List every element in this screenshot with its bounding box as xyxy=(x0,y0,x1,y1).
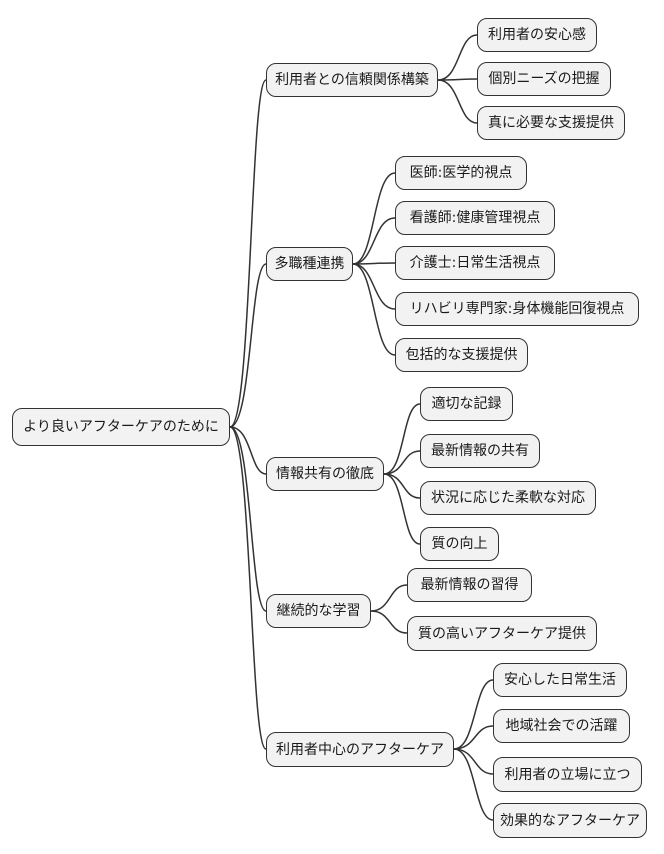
leaf-secure-daily-life: 安心した日常生活 xyxy=(493,663,627,697)
branch-info-sharing: 情報共有の徹底 xyxy=(266,457,384,491)
edge-multi-to-nurse xyxy=(352,217,396,265)
leaf-rehab-specialist-view: リハビリ専門家:身体機能回復視点 xyxy=(395,292,639,326)
leaf-community-activity: 地域社会での活躍 xyxy=(493,709,630,743)
edge-info-to-records xyxy=(383,403,421,475)
edge-trust-to-individual-needs xyxy=(437,78,478,81)
leaf-user-perspective: 利用者の立場に立つ xyxy=(493,757,642,792)
branch-multidisciplinary: 多職種連携 xyxy=(266,247,353,281)
edge-multi-to-rehab xyxy=(352,263,396,310)
leaf-flexible-response: 状況に応じた柔軟な対応 xyxy=(420,481,596,515)
edge-info-to-latest-sharing xyxy=(383,450,421,475)
leaf-user-reassurance: 利用者の安心感 xyxy=(477,18,597,52)
leaf-high-quality-aftercare: 質の高いアフターケア提供 xyxy=(407,616,597,651)
leaf-latest-info-acquisition: 最新情報の習得 xyxy=(407,568,532,602)
edge-info-to-quality xyxy=(383,473,421,545)
edge-centered-to-effective xyxy=(453,748,494,821)
leaf-comprehensive-support: 包括的な支援提供 xyxy=(395,338,528,372)
branch-continuous-learning: 継続的な学習 xyxy=(266,594,371,628)
edge-learning-to-latest-acquisition xyxy=(370,584,408,612)
edge-learning-to-quality-aftercare xyxy=(370,610,408,634)
edge-centered-to-daily-life xyxy=(453,679,494,750)
leaf-truly-needed-support: 真に必要な支援提供 xyxy=(477,106,625,140)
edge-trust-to-truly-needed xyxy=(437,79,478,124)
edge-root-to-multidisciplinary xyxy=(229,263,267,428)
edge-multi-to-comprehensive xyxy=(352,263,396,356)
leaf-effective-aftercare: 効果的なアフターケア xyxy=(493,803,647,838)
edge-trust-to-reassurance xyxy=(437,34,478,81)
branch-trust-building: 利用者との信頼関係構築 xyxy=(266,63,438,97)
edge-multi-to-caregiver xyxy=(352,262,396,265)
leaf-doctor-medical-view: 医師:医学的視点 xyxy=(395,156,527,190)
leaf-individual-needs: 個別ニーズの把握 xyxy=(477,62,611,96)
node-root: より良いアフターケアのために xyxy=(12,408,230,446)
leaf-proper-records: 適切な記録 xyxy=(420,387,513,421)
edge-root-to-trust-building xyxy=(229,79,267,428)
leaf-quality-improvement: 質の向上 xyxy=(420,527,499,561)
edge-root-to-continuous-learning xyxy=(229,426,267,612)
branch-user-centered: 利用者中心のアフターケア xyxy=(266,732,454,767)
edge-multi-to-doctor xyxy=(352,172,396,265)
edge-centered-to-community xyxy=(453,725,494,750)
leaf-latest-info-sharing: 最新情報の共有 xyxy=(420,434,540,468)
edge-info-to-flexible xyxy=(383,473,421,499)
edge-root-to-user-centered xyxy=(229,426,267,750)
leaf-nurse-health-view: 看護師:健康管理視点 xyxy=(395,201,555,235)
edge-root-to-info-sharing xyxy=(229,426,267,475)
leaf-caregiver-daily-view: 介護士:日常生活視点 xyxy=(395,246,555,280)
edge-centered-to-perspective xyxy=(453,748,494,775)
